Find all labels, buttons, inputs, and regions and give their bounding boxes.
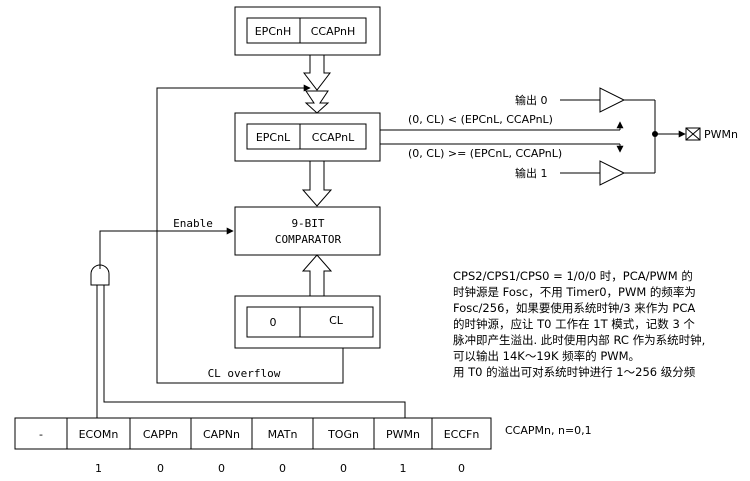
epcnl-label: EPCnL: [256, 131, 291, 144]
ccapm-bit-label: TOGn: [327, 428, 359, 441]
description-line: CPS2/CPS1/CPS0 = 1/0/0 时，PCA/PWM 的: [453, 269, 693, 283]
ccapm-register: - ECOMn CAPPn CAPNn MATn TOGn PWMn ECCFn: [14, 417, 492, 450]
ccapm-cell: [431, 417, 492, 450]
cond-less-label: (0, CL) < (EPCnL, CCAPnL): [408, 113, 553, 126]
register-low: EPCnL CCAPnL: [234, 112, 381, 162]
description-text: CPS2/CPS1/CPS0 = 1/0/0 时，PCA/PWM 的时钟源是 F…: [453, 268, 745, 380]
counter-zero-label: 0: [270, 316, 277, 329]
and-gate-symbol: [90, 264, 110, 286]
load-mux-symbol: [304, 90, 330, 114]
ccapm-bit-value: 0: [157, 462, 164, 475]
output1-label: 输出 1: [515, 166, 548, 180]
ccapnh-label: CCAPnH: [311, 25, 356, 38]
enable-line: [99, 227, 234, 269]
ccapm-bit-label: ECOMn: [79, 428, 119, 441]
ccapm-bit-label: MATn: [268, 428, 298, 441]
comparator-line1: 9-BIT: [291, 217, 324, 230]
epcnh-label: EPCnH: [255, 25, 292, 38]
output0-buffer: 输出 0: [515, 87, 655, 113]
comparator: 9-BIT COMPARATOR: [234, 206, 381, 256]
cl-overflow-label: CL overflow: [208, 367, 281, 380]
low-to-comparator-arrow: [301, 161, 333, 207]
counter-cl-label: CL: [329, 314, 344, 327]
cl-overflow-line: [156, 84, 344, 384]
ccapm-bit-label: CAPNn: [203, 428, 240, 441]
register-counter: 0 CL: [234, 295, 381, 349]
cond-ge-label: (0, CL) >= (EPCnL, CCAPnL): [408, 147, 562, 160]
ccapm-bit-label: ECCFn: [444, 428, 480, 441]
ccapm-bit-value: 1: [95, 462, 102, 475]
description-line: 时钟源是 Fosc，不用 Timer0，PWM 的频率为: [453, 285, 696, 299]
ccapm-bit-value: 0: [340, 462, 347, 475]
description-line: 的时钟源，应让 T0 工作在 1T 模式，记数 3 个: [453, 317, 695, 331]
ccapm-bit-label: -: [39, 428, 43, 441]
pwm-to-gate-line: [103, 285, 406, 418]
output0-label: 输出 0: [515, 93, 548, 107]
ccapm-bit-label: CAPPn: [143, 428, 178, 441]
high-to-low-arrow: [302, 55, 332, 91]
description-line: 用 T0 的溢出可对系统时钟进行 1～256 级分频: [453, 365, 696, 379]
description-line: 脉冲即产生溢出. 此时使用内部 RC 作为系统时钟,: [453, 333, 706, 347]
comparator-line2: COMPARATOR: [275, 233, 342, 246]
pwm-pin-icon: [685, 127, 701, 141]
counter-to-comparator-arrow: [301, 254, 333, 296]
description-line: 可以输出 14K～19K 频率的 PWM。: [453, 349, 641, 363]
ccapm-bit-value: 0: [279, 462, 286, 475]
ccapnl-label: CCAPnL: [312, 131, 355, 144]
ccapm-bit-value: 0: [218, 462, 225, 475]
enable-label: Enable: [173, 217, 213, 230]
ccapm-register-label: CCAPMn, n=0,1: [505, 424, 592, 437]
register-high: EPCnH CCAPnH: [234, 6, 381, 56]
ccapm-bit-value: 0: [458, 462, 465, 475]
description-line: Fosc/256，如果要使用系统时钟/3 来作为 PCA: [453, 301, 696, 315]
pwm-output-label: PWMn: [704, 128, 738, 141]
ccapm-bit-value: 1: [400, 462, 407, 475]
ccapm-bit-label: PWMn: [386, 428, 420, 441]
output1-buffer: 输出 1: [515, 160, 655, 186]
ccapm-values: 1 0 0 0 0 1 0: [95, 462, 465, 475]
